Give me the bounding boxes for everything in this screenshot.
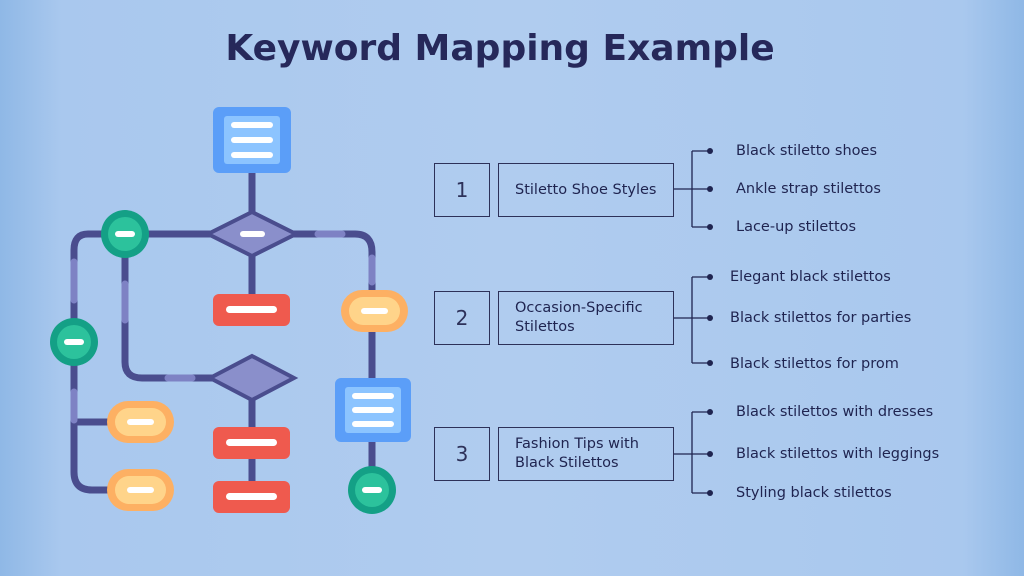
orange-pill-right: [341, 290, 408, 332]
green-circle-left: [50, 318, 98, 366]
keyword-bullet: [707, 224, 713, 230]
keyword-item: Ankle strap stilettos: [736, 181, 881, 197]
red-pill-1: [213, 294, 290, 326]
keyword-bullet: [707, 148, 713, 154]
flowchart-illustration: [50, 107, 411, 514]
keyword-bullet: [707, 274, 713, 280]
connector-line: [121, 250, 216, 382]
keyword-bullet: [707, 409, 713, 415]
keyword-item: Black stilettos with leggings: [736, 446, 940, 462]
keyword-item: Black stiletto shoes: [736, 143, 877, 159]
orange-pill-left-1: [107, 401, 174, 443]
keyword-item: Black stilettos for parties: [730, 310, 912, 326]
category-box-3: Fashion Tips with Black Stilettos: [498, 427, 674, 481]
red-pill-2: [213, 427, 290, 459]
green-circle-top: [101, 210, 149, 258]
connector-line: [290, 230, 376, 296]
category-number-1: 1: [434, 163, 490, 217]
keyword-item: Black stilettos for prom: [730, 356, 899, 372]
category-number-3: 3: [434, 427, 490, 481]
keyword-item: Elegant black stilettos: [730, 269, 891, 285]
keyword-bullet: [707, 451, 713, 457]
keyword-item: Lace-up stilettos: [736, 219, 857, 235]
connector-line: [70, 356, 112, 494]
keyword-item: Styling black stilettos: [736, 485, 892, 501]
green-circle-bottom: [348, 466, 396, 514]
keyword-bullet: [707, 360, 713, 366]
category-number-2: 2: [434, 291, 490, 345]
decision-diamond-bottom: [205, 353, 299, 403]
red-pill-3: [213, 481, 290, 513]
document-box-right: [335, 378, 411, 442]
orange-pill-left-2: [107, 469, 174, 511]
keyword-bullet: [707, 315, 713, 321]
document-box-top: [213, 107, 291, 173]
keyword-bullet: [707, 186, 713, 192]
category-box-1: Stiletto Shoe Styles: [498, 163, 674, 217]
keyword-bullet: [707, 490, 713, 496]
page-title: Keyword Mapping Example: [225, 28, 775, 69]
category-box-2: Occasion-Specific Stilettos: [498, 291, 674, 345]
decision-diamond-top: [203, 209, 301, 259]
connector-line: [70, 230, 110, 326]
keyword-item: Black stilettos with dresses: [736, 404, 934, 420]
